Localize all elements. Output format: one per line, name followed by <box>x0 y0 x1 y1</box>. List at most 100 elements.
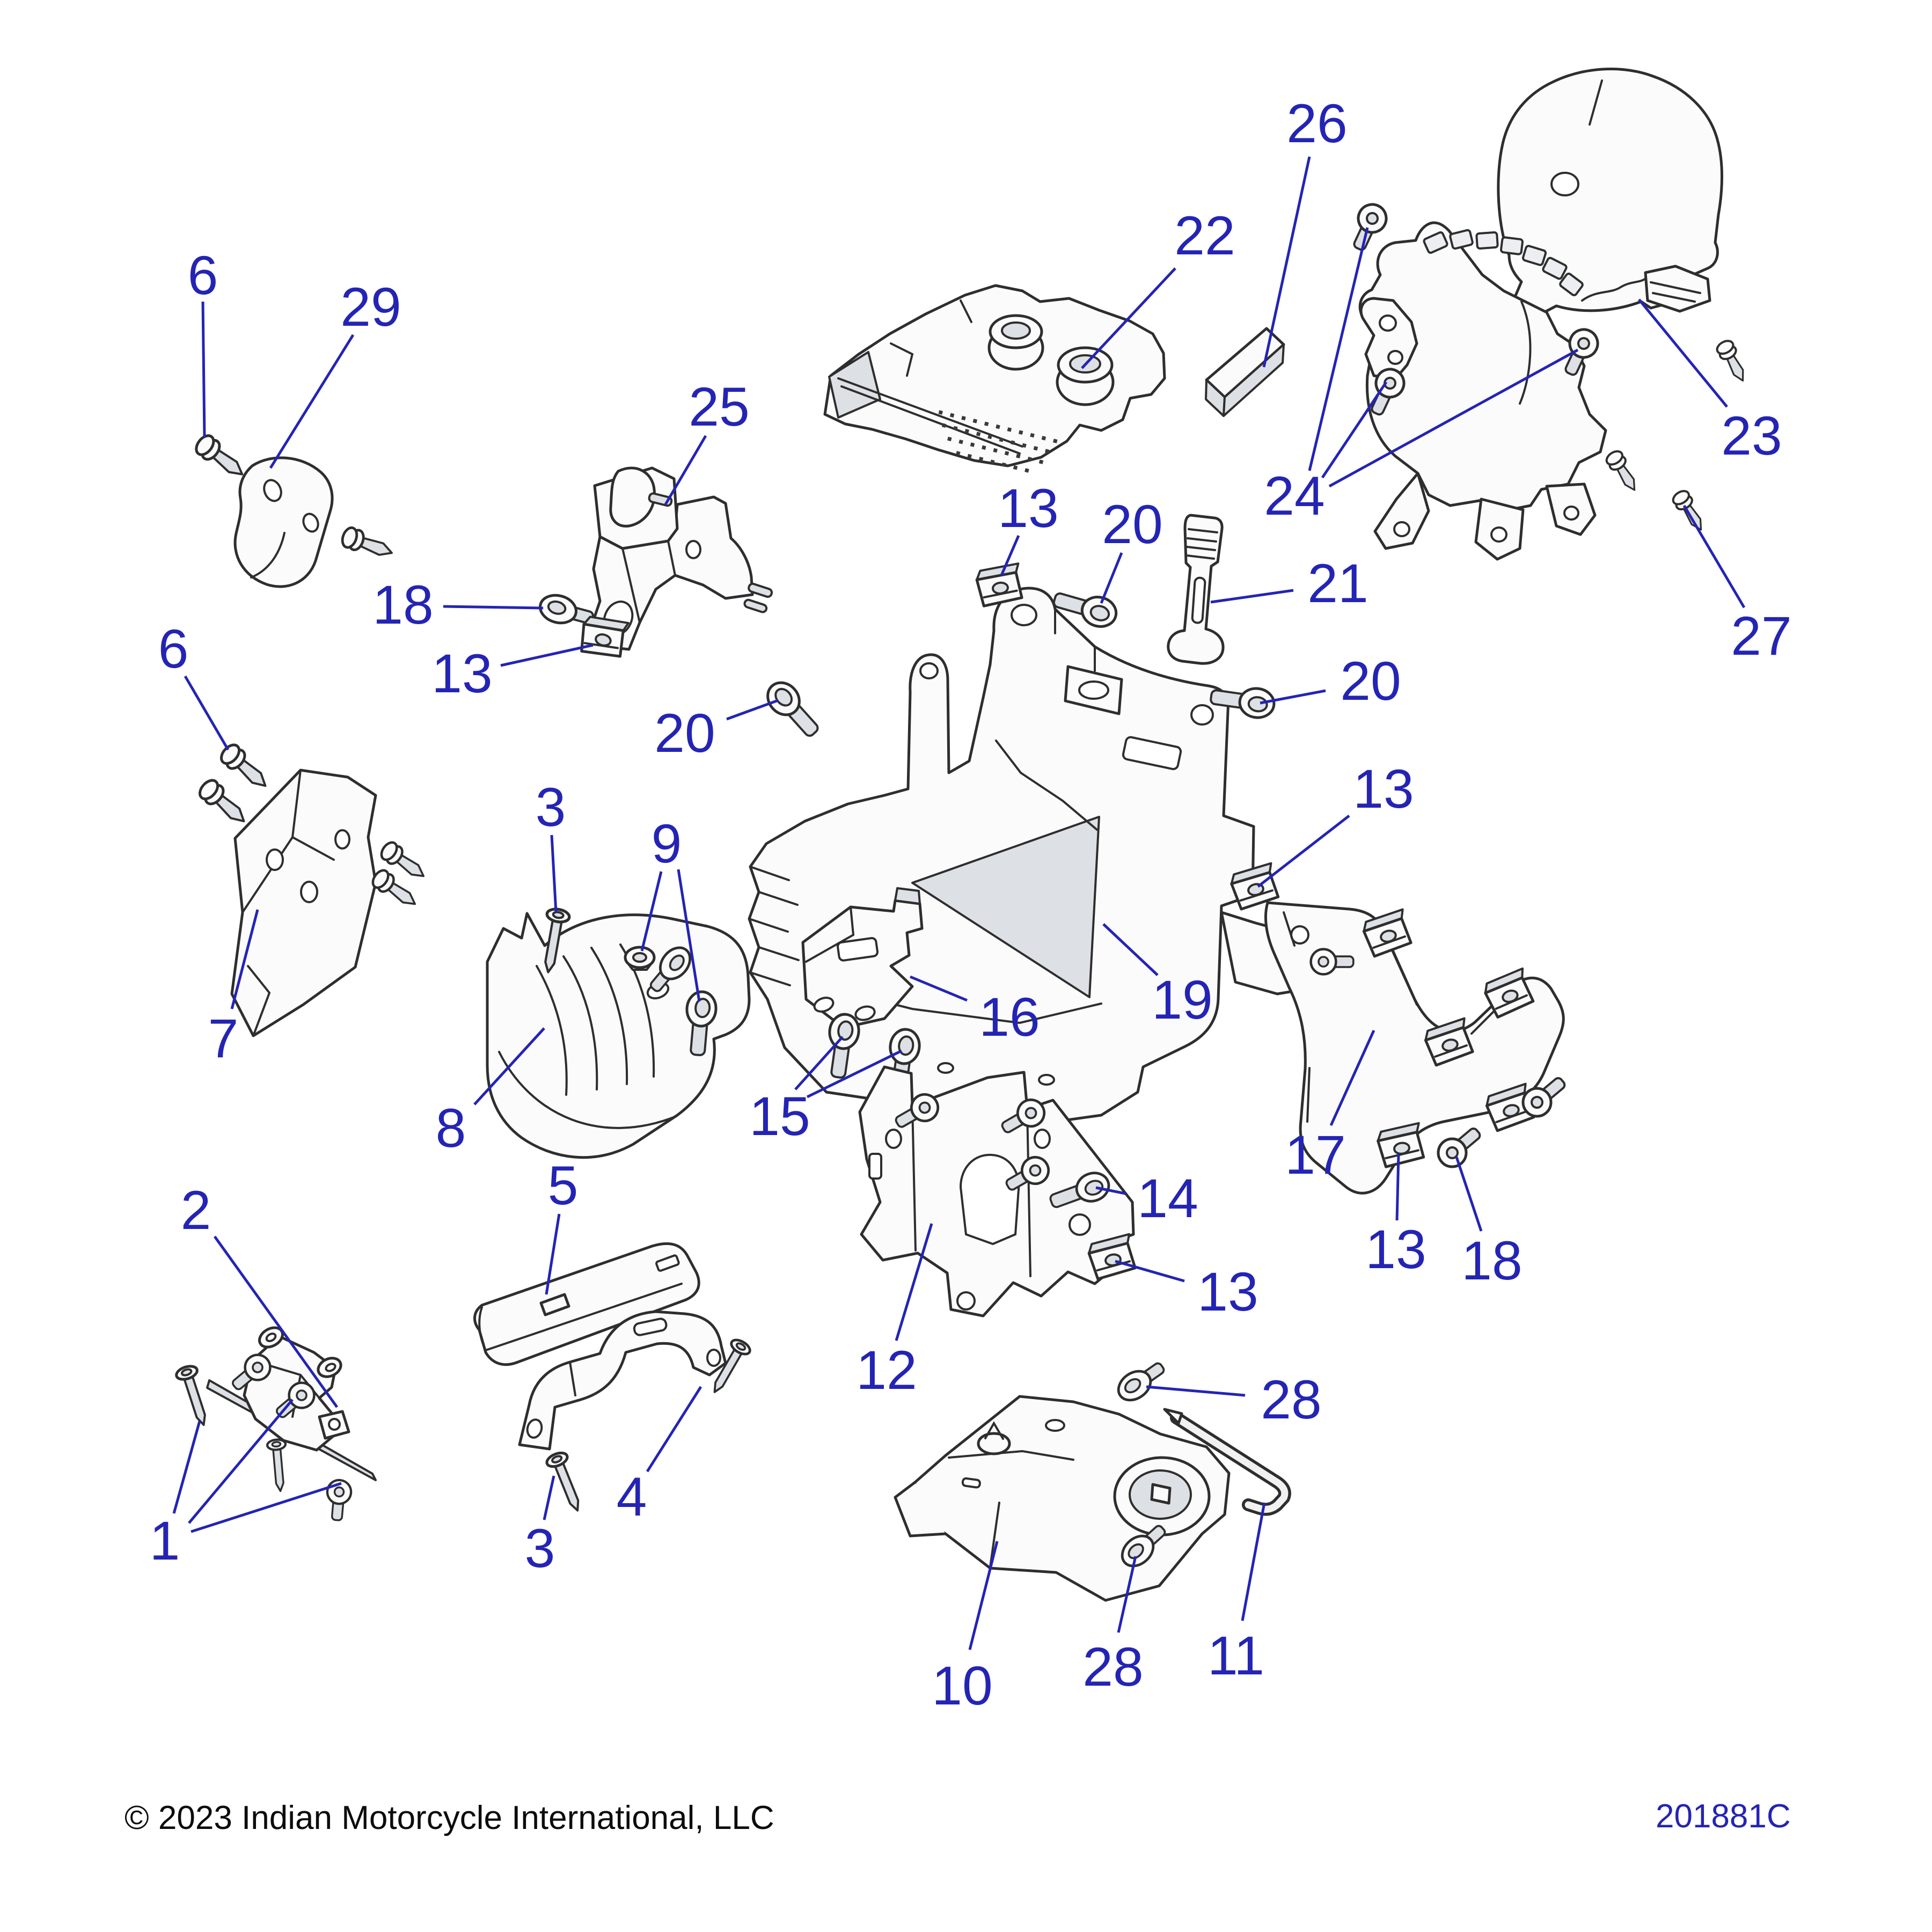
callout-21: 21 <box>1307 553 1368 614</box>
leader-line-22 <box>1081 267 1176 369</box>
leader-line-13 <box>1257 815 1350 888</box>
callout-6: 6 <box>158 618 189 679</box>
leader-line-6 <box>201 301 206 438</box>
callout-10: 10 <box>932 1655 992 1716</box>
callout-23: 23 <box>1721 405 1782 466</box>
leader-line-13 <box>1115 1260 1185 1283</box>
callout-16: 16 <box>979 986 1040 1048</box>
callout-19: 19 <box>1152 969 1212 1030</box>
callout-13: 13 <box>1365 1219 1426 1280</box>
leader-line-8 <box>473 1027 545 1106</box>
callout-12: 12 <box>856 1340 917 1401</box>
leader-line-1 <box>188 1399 294 1524</box>
part-6-push-rivet <box>340 526 395 563</box>
part-24-screw <box>1345 200 1391 254</box>
callout-3: 3 <box>525 1518 555 1579</box>
part-25-mount-bracket <box>591 466 773 651</box>
part-28-screw <box>1113 1356 1169 1406</box>
part-23-headlight-housing-assembly <box>1358 68 1723 561</box>
leader-line-4 <box>646 1386 702 1473</box>
callout-20: 20 <box>654 702 715 764</box>
part-6-push-rivet <box>193 433 248 483</box>
callout-24: 24 <box>1264 465 1324 526</box>
part-9-flange-nut <box>625 947 654 970</box>
leader-line-14 <box>1095 1186 1126 1195</box>
part-26-pad-bar <box>1205 327 1285 417</box>
leader-line-20 <box>726 699 779 721</box>
callout-9: 9 <box>652 813 682 874</box>
leader-line-23 <box>1638 298 1728 408</box>
callout-28: 28 <box>1261 1369 1321 1430</box>
callout-13: 13 <box>431 643 492 704</box>
leader-line-10 <box>968 1541 999 1650</box>
part-7-bracket <box>230 769 377 1037</box>
callout-17: 17 <box>1285 1124 1345 1185</box>
leader-line-6 <box>184 675 230 751</box>
housing-tab-row <box>1423 229 1584 297</box>
leader-line-17 <box>1329 1029 1375 1126</box>
callout-18: 18 <box>1461 1230 1522 1291</box>
callout-3: 3 <box>536 777 566 838</box>
parts-artwork <box>175 68 1751 1602</box>
push-rivet <box>1604 449 1642 494</box>
callout-29: 29 <box>340 276 401 338</box>
leader-line-15 <box>806 1049 903 1099</box>
part-2-bracket-assembly <box>175 1326 377 1521</box>
leader-line-13 <box>500 643 594 667</box>
leader-line-29 <box>269 334 355 469</box>
callout-15: 15 <box>749 1086 810 1147</box>
part-6-push-rivet <box>196 777 251 829</box>
leader-line-25 <box>664 435 707 506</box>
leader-line-24 <box>1328 348 1579 488</box>
copyright-text: © 2023 Indian Motorcycle International, … <box>125 1799 774 1836</box>
leader-line-20 <box>1260 689 1326 705</box>
callout-18: 18 <box>372 574 433 635</box>
callout-20: 20 <box>1102 494 1162 555</box>
callout-13: 13 <box>1353 758 1414 819</box>
leader-line-9 <box>677 869 701 1002</box>
leader-line-20 <box>1100 552 1123 604</box>
leader-line-13 <box>1000 535 1020 576</box>
callout-11: 11 <box>1208 1625 1264 1686</box>
part-4-bracket <box>518 1310 727 1451</box>
leader-line-16 <box>910 975 968 1002</box>
leader-line-3 <box>543 1475 555 1520</box>
leader-line-28 <box>1146 1385 1246 1397</box>
leader-line-26 <box>1262 156 1311 368</box>
leader-line-2 <box>213 1235 339 1408</box>
leader-line-5 <box>545 1213 561 1295</box>
callout-14: 14 <box>1137 1168 1198 1229</box>
push-rivet <box>1715 338 1750 384</box>
part-16-bracket <box>801 887 924 1029</box>
leader-line-21 <box>1210 589 1294 604</box>
callout-7: 7 <box>208 1008 239 1069</box>
leader-line-18 <box>443 605 544 610</box>
callout-27: 27 <box>1731 605 1791 667</box>
part-29-hook-bracket <box>233 456 334 588</box>
leader-line-12 <box>895 1223 933 1341</box>
part-27-push-rivet <box>1671 488 1708 534</box>
leader-line-9 <box>640 871 663 952</box>
part-13-clip-nut <box>976 564 1022 606</box>
callout-20: 20 <box>1340 650 1401 712</box>
callout-4: 4 <box>617 1466 647 1527</box>
part-6-push-rivet <box>218 742 273 794</box>
part-5-cover-strip <box>473 1242 700 1366</box>
leader-line-19 <box>1102 923 1159 976</box>
part-17-support-bracket <box>1264 901 1565 1195</box>
callout-13: 13 <box>998 478 1058 539</box>
callout-28: 28 <box>1082 1636 1143 1697</box>
callout-13: 13 <box>1197 1261 1258 1322</box>
leader-line-27 <box>1682 504 1746 609</box>
diagram-code: 201881C <box>1656 1798 1791 1835</box>
leader-line-15 <box>794 1036 844 1091</box>
leader-line-24 <box>1308 227 1369 471</box>
leader-line-18 <box>1455 1157 1483 1232</box>
callout-1: 1 <box>150 1510 180 1571</box>
leader-line-1 <box>191 1482 342 1533</box>
leader-line-7 <box>230 909 259 1009</box>
leader-line-1 <box>172 1421 201 1514</box>
